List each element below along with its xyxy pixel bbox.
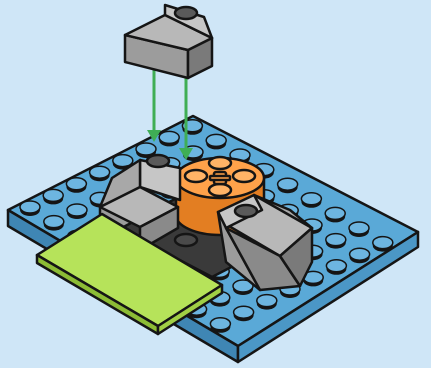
baseplate-stud bbox=[210, 318, 230, 330]
baseplate-stud bbox=[159, 131, 179, 143]
falling-brick-stud bbox=[175, 7, 197, 19]
baseplate-stud bbox=[325, 207, 345, 219]
baseplate-stud bbox=[373, 237, 393, 249]
baseplate-stud bbox=[234, 306, 254, 318]
baseplate-stud bbox=[206, 134, 226, 146]
baseplate-stud bbox=[326, 260, 346, 272]
baseplate-stud bbox=[278, 178, 298, 190]
dark-plate-stud bbox=[175, 234, 197, 246]
baseplate-stud bbox=[301, 193, 321, 205]
baseplate-stud bbox=[257, 295, 277, 307]
round-brick-stud bbox=[209, 184, 231, 196]
baseplate-stud bbox=[66, 178, 86, 190]
baseplate-stud bbox=[113, 155, 133, 167]
baseplate-stud bbox=[43, 189, 63, 201]
slope-left-stud bbox=[147, 155, 169, 167]
slope-right-stud bbox=[235, 205, 257, 217]
baseplate-stud bbox=[136, 143, 156, 155]
baseplate-stud bbox=[350, 248, 370, 260]
baseplate-stud bbox=[90, 166, 110, 178]
round-brick-stud bbox=[233, 170, 255, 182]
baseplate-stud bbox=[349, 222, 369, 234]
round-brick-stud bbox=[209, 157, 231, 169]
baseplate-stud bbox=[20, 201, 40, 213]
baseplate-stud bbox=[44, 216, 64, 228]
baseplate-stud bbox=[67, 204, 87, 216]
round-brick-stud bbox=[185, 170, 207, 182]
baseplate-stud bbox=[326, 234, 346, 246]
axle-hole-icon bbox=[210, 172, 230, 184]
